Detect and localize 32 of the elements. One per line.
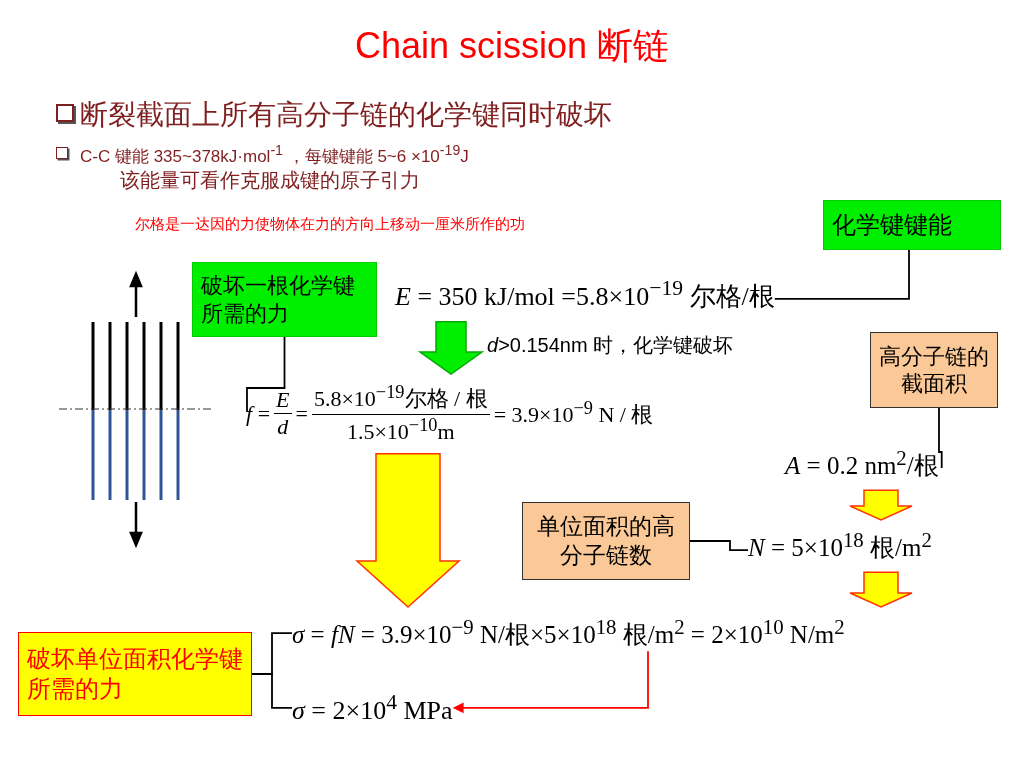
- label-box: 破坏单位面积化学键所需的力: [18, 632, 252, 716]
- formula: N = 5×10$^{18}$ 根/m$^{2}$: [748, 528, 932, 565]
- note-text: 尔格是一达因的力使物体在力的方向上移动一厘米所作的功: [135, 215, 525, 234]
- leader-line: [773, 249, 910, 300]
- formula: σ = fN = 3.9×10$^{−9}$ N/根×5×10$^{18}$ 根/m$^{2}$ = 2×10$^{10}$ N/m$^{2}$: [292, 615, 845, 652]
- label-box: 破坏一根化学键所需的力: [192, 262, 377, 337]
- leader-line: [689, 540, 749, 552]
- label-box: 高分子链的截面积: [870, 332, 998, 408]
- formula: E = 350 kJ/mol =5.8×10$^{−19}$ 尔格/根: [395, 276, 775, 314]
- denominator: 1.5×10$^{−10}$m: [346, 415, 455, 446]
- formula-text: f =: [246, 400, 271, 427]
- arrow: [452, 650, 649, 714]
- label-box: 化学键键能: [823, 200, 1001, 250]
- formula: σ = 2×10$^{4}$ MPa: [292, 690, 453, 726]
- numerator: 5.8×10$^{−19}$尔格 / 根: [311, 382, 490, 416]
- block-arrow: [355, 452, 461, 608]
- slide-title: Chain scission 断链: [353, 24, 671, 68]
- leader-line: [246, 336, 286, 413]
- bullet-text: 该能量可看作克服成键的原子引力: [120, 168, 420, 193]
- label-box: 单位面积的高分子链数: [522, 502, 690, 580]
- formula: A = 0.2 nm$^{2}$/根: [785, 446, 939, 483]
- bullet-heading: 断裂截面上所有高分子链的化学键同时破坏: [80, 98, 612, 132]
- leader-line: [251, 673, 293, 709]
- block-arrow: [849, 489, 913, 521]
- bullet-text: C-C 键能 335~378kJ·mol$^{-1}$ ，每键键能 5~6 ×10$^{-19}$J: [80, 142, 469, 168]
- block-arrow: [417, 320, 485, 375]
- numerator: E: [274, 387, 292, 415]
- denominator: d: [277, 414, 289, 441]
- leader-line: [938, 407, 943, 469]
- formula-text: =: [295, 400, 308, 427]
- block-arrow: [849, 571, 913, 608]
- formula-text: = 3.9×10$^{−9}$ N / 根: [493, 397, 654, 429]
